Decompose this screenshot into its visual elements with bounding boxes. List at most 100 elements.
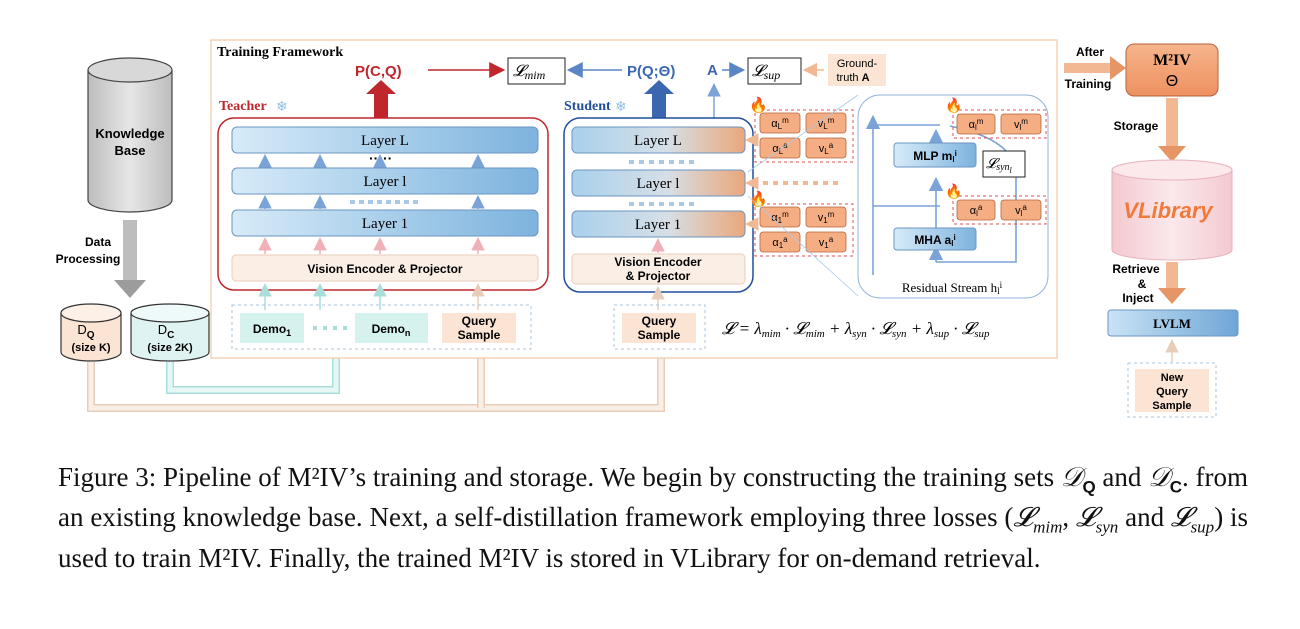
l-mim-text: 𝓛mim <box>513 63 546 82</box>
dq-label: DQ <box>77 322 94 341</box>
theta-label: Θ <box>1166 73 1178 90</box>
student-vision-line2: & Projector <box>626 269 691 283</box>
retrieve-arrow <box>1158 262 1186 304</box>
demo-1-box <box>240 313 304 343</box>
zoom-line-top <box>747 94 859 173</box>
v-L-a: vLa <box>819 141 834 156</box>
m2iv-box <box>1125 43 1219 97</box>
l-sup-box <box>747 57 802 85</box>
zoom-line-bottom <box>747 195 859 297</box>
teacher-label: Teacher <box>219 99 267 114</box>
new-query-box <box>1135 369 1209 412</box>
fire-icon: 🔥 <box>945 183 962 200</box>
knowledge-base-cylinder: Knowledge Base <box>87 57 173 213</box>
v-1-a: v1a <box>819 235 834 250</box>
student-layer-L-label: Layer L <box>634 133 682 149</box>
caption-comma: , <box>1062 502 1076 533</box>
param-group-1: 🔥 α1m v1m α1a v1a <box>749 190 854 257</box>
teacher-vision-encoder-label: Vision Encoder & Projector <box>307 262 462 276</box>
student-query-box <box>622 313 696 343</box>
training-framework-title: Training Framework <box>217 45 343 60</box>
param-group-l-m: 🔥 αlm vlm <box>945 97 1047 139</box>
snowflake-icon: ❄ <box>615 98 627 114</box>
fire-icon: 🔥 <box>749 190 768 208</box>
caption-lmim: 𝓛mim <box>1013 502 1063 537</box>
alpha-L-m: αLm <box>771 116 789 131</box>
loss-formula: 𝓛 = λmim · 𝓛mim + λsyn · 𝓛syn + λsup · 𝓛… <box>722 319 990 340</box>
after-label: After <box>1076 45 1104 59</box>
figure-caption: Figure 3: Pipeline of M²IV’s training an… <box>58 462 1248 574</box>
demo-n-box <box>355 313 428 343</box>
teacher-layer-1-label: Layer 1 <box>362 216 408 232</box>
new-query-line3: Sample <box>1152 400 1191 412</box>
storage-label: Storage <box>1114 119 1159 133</box>
caption-part-2: . from an existing knowledge base. Next,… <box>58 462 1249 533</box>
new-query-group <box>1127 362 1217 418</box>
teacher-layer-l-label: Layer l <box>364 174 407 190</box>
lvlm-label: LVLM <box>1153 316 1191 331</box>
v-l-a: vla <box>1015 203 1027 218</box>
teacher-vision-encoder <box>231 254 539 282</box>
student-vision-encoder <box>571 253 746 285</box>
alpha-l-m: αlm <box>969 117 984 132</box>
caption-lsyn: 𝓛syn <box>1075 502 1119 537</box>
caption-part-1: Figure 3: Pipeline of M²IV’s training an… <box>58 462 1061 492</box>
p-q-theta-label: P(Q;Θ) <box>627 63 675 80</box>
student-input-group <box>613 304 706 350</box>
alpha-l-a: αla <box>970 203 983 218</box>
v-1-m: v1m <box>818 210 835 225</box>
demo-1-label: Demo1 <box>253 322 291 338</box>
mha-box <box>893 227 977 251</box>
p-cq-label: P(C,Q) <box>355 63 402 80</box>
knowledge-base-line1: Knowledge <box>95 126 164 141</box>
mha-label: MHA ali <box>914 233 955 248</box>
caption-dc: 𝒟C <box>1148 462 1183 497</box>
snowflake-icon: ❄ <box>276 98 288 114</box>
l-mim-box <box>507 57 566 85</box>
mlp-box <box>893 142 977 168</box>
training-label: Training <box>1065 77 1112 91</box>
knowledge-base-line2: Base <box>114 143 145 158</box>
student-layer-1-label: Layer 1 <box>635 217 681 233</box>
new-query-line1: New <box>1161 372 1184 384</box>
student-query-line2: Sample <box>638 328 681 342</box>
teacher-input-group <box>231 304 532 350</box>
data-processing-arrow <box>114 220 146 298</box>
caption-dq: 𝒟Q <box>1060 462 1096 497</box>
student-label: Student <box>564 99 611 114</box>
ground-truth-line1: Ground- <box>837 58 878 70</box>
retrieve-label: Retrieve <box>1112 262 1160 276</box>
student-output-arrow <box>652 92 666 119</box>
l-syn-box <box>982 150 1026 178</box>
l-sup-text: 𝓛sup <box>752 63 780 82</box>
student-vision-line1: Vision Encoder <box>614 255 701 269</box>
caption-and-2: and <box>1118 502 1171 533</box>
teacher-layer-L-label: Layer L <box>361 133 409 149</box>
alpha-1-a: α1a <box>772 235 788 250</box>
teacher-query-line2: Sample <box>458 328 501 342</box>
caption-and-1: and <box>1095 462 1149 492</box>
teacher-query-box <box>442 313 516 343</box>
teacher-query-line1: Query <box>462 314 497 328</box>
caption-part-3: ) is used to train M²IV. Finally, the tr… <box>58 502 1249 573</box>
ground-truth-line2: truth A <box>836 72 869 84</box>
pipeline-diagram: Knowledge Base Data Processing DQ (size … <box>56 39 1239 418</box>
m2iv-label: M²IV <box>1153 52 1191 69</box>
teacher-layer-L <box>231 126 539 154</box>
after-training-arrow <box>1064 56 1126 80</box>
teacher-layer-1 <box>231 209 539 237</box>
caption-lsup: 𝓛sup <box>1170 502 1215 537</box>
amp-label: & <box>1138 277 1147 291</box>
fire-icon: 🔥 <box>945 97 962 114</box>
param-group-l-a: 🔥 αla vla <box>945 183 1047 225</box>
v-l-m: vlm <box>1014 117 1028 132</box>
dc-size: (size 2K) <box>147 342 193 354</box>
new-query-line2: Query <box>1156 386 1189 398</box>
storage-arrow <box>1158 98 1186 162</box>
student-query-line1: Query <box>642 314 677 328</box>
dq-cylinder: DQ (size K) <box>60 303 122 362</box>
teacher-layer-l <box>231 167 539 195</box>
dq-size: (size K) <box>71 342 110 354</box>
residual-stream-label: Residual Stream hli <box>902 280 1003 296</box>
data-processing-line1: Data <box>85 235 111 249</box>
